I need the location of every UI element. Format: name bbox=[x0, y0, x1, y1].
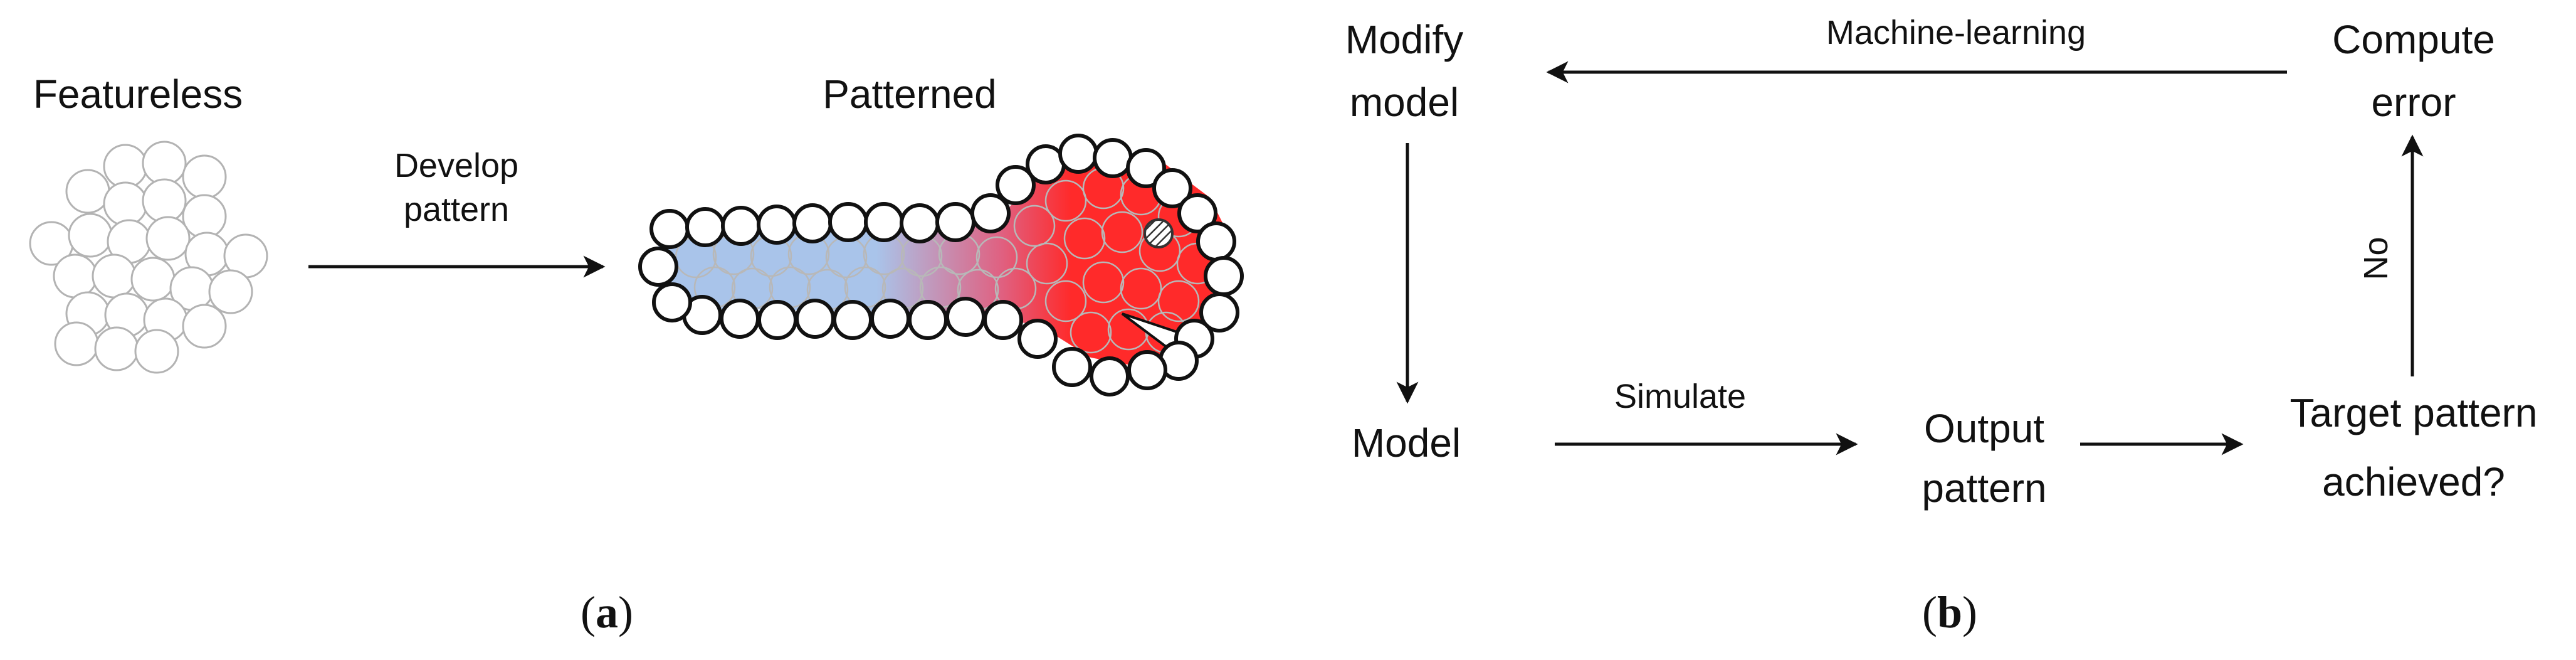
panel-a-label-open: ( bbox=[581, 587, 596, 637]
panel-a-label: (a) bbox=[581, 587, 633, 637]
hatched-cell bbox=[1143, 218, 1174, 248]
patterned-tissue bbox=[638, 134, 1244, 397]
machine-learning-label: Machine-learning bbox=[1826, 14, 2086, 51]
modify-model-label-line1: Modify bbox=[1345, 17, 1464, 62]
target-pattern-label-line1: Target pattern bbox=[2290, 390, 2538, 435]
featureless-cell-cluster bbox=[29, 141, 268, 374]
panel-b: Modify model Machine-learning Compute er… bbox=[1345, 14, 2538, 637]
compute-error-label-line2: error bbox=[2371, 80, 2456, 125]
panel-b-label-open: ( bbox=[1922, 587, 1937, 637]
output-pattern-label-line1: Output bbox=[1924, 406, 2044, 451]
develop-pattern-label-line1: Develop bbox=[394, 147, 518, 184]
simulate-label: Simulate bbox=[1614, 378, 1746, 415]
target-pattern-label-line2: achieved? bbox=[2322, 459, 2505, 504]
compute-error-label-line1: Compute bbox=[2332, 17, 2495, 62]
modify-model-label-line2: model bbox=[1350, 80, 1459, 125]
no-label: No bbox=[2357, 237, 2395, 280]
tissue-gradient-body bbox=[658, 160, 1232, 367]
featureless-label: Featureless bbox=[33, 72, 243, 117]
panel-a: Featureless Develop pattern Patterned bbox=[29, 72, 1244, 637]
panel-b-label-close: ) bbox=[1962, 587, 1977, 637]
tissue-boundary-cells bbox=[638, 134, 1244, 397]
panel-a-label-close: ) bbox=[618, 587, 633, 637]
tissue-inner-cells bbox=[675, 167, 1219, 354]
model-label: Model bbox=[1352, 420, 1461, 466]
panel-b-label-letter: b bbox=[1937, 587, 1962, 637]
patterned-label: Patterned bbox=[823, 72, 997, 117]
panel-b-label: (b) bbox=[1922, 587, 1977, 637]
panel-a-label-letter: a bbox=[596, 587, 618, 637]
output-pattern-label-line2: pattern bbox=[1921, 466, 2046, 511]
develop-pattern-label-line2: pattern bbox=[404, 191, 509, 228]
